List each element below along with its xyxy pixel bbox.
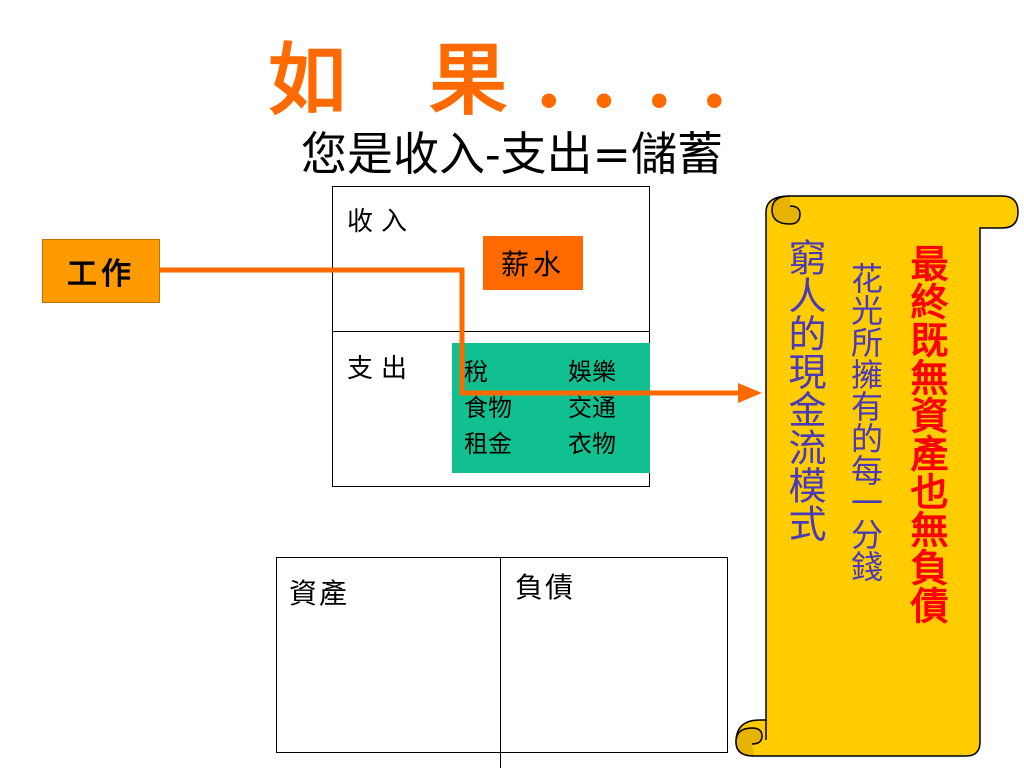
expense-item: 衣物	[568, 430, 616, 458]
scroll-bottom-curl	[735, 727, 763, 757]
cash-flow-line	[160, 267, 740, 396]
scroll-text-no-assets: 最終既無資產也無負債	[904, 244, 949, 624]
expense-item: 交通	[568, 394, 616, 422]
expense-item: 稅	[464, 358, 488, 386]
salary-box: 薪水	[483, 236, 583, 290]
balance-sheet: 資產 負債	[276, 557, 728, 753]
income-section: 收入	[332, 186, 650, 332]
work-box: 工作	[42, 239, 160, 303]
expense-items-block: 稅 娛樂 食物 交通 租金 衣物	[452, 343, 650, 473]
expense-label: 支出	[347, 354, 416, 384]
income-label: 收入	[347, 207, 416, 237]
scroll-text-spend-all: 花光所擁有的每一分錢	[846, 262, 884, 582]
expense-item: 娛樂	[568, 358, 616, 386]
slide-subtitle: 您是收入-支出=儲蓄	[300, 127, 724, 181]
cash-flow-arrowhead	[738, 383, 762, 403]
assets-label: 資產	[289, 577, 350, 610]
expense-item: 租金	[464, 430, 512, 458]
scroll-top-curl	[771, 195, 801, 225]
liabilities-label: 負債	[515, 571, 576, 604]
scroll-text-poor-cashflow: 窮人的現金流模式	[782, 238, 826, 542]
balance-sheet-divider	[500, 557, 501, 768]
expense-item: 食物	[464, 394, 512, 422]
slide-title: 如 果....	[268, 35, 756, 126]
